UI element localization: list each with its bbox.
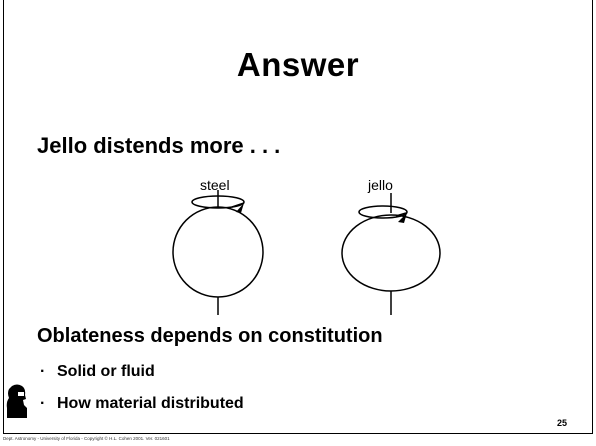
steel-arrowhead-icon (236, 203, 244, 213)
astronaut-silhouette-icon (6, 384, 27, 418)
steel-label: steel (200, 177, 230, 193)
jello-sphere-figure (341, 193, 441, 315)
footer-copyright: Dept. Astronomy - University of Florida … (3, 436, 170, 441)
bullet-item: · How material distributed (40, 395, 244, 413)
jello-rotation-arrow (358, 205, 408, 219)
jello-label: jello (368, 177, 393, 193)
steel-sphere (172, 206, 264, 298)
slide-frame-bottom (3, 433, 593, 434)
bullet-marker: · (40, 363, 46, 380)
bullet-text: Solid or fluid (57, 363, 155, 380)
slide-title: Answer (236, 46, 360, 83)
bullet-text: How material distributed (57, 395, 244, 412)
slide-subheading: Oblateness depends on constitution (37, 325, 383, 347)
bullet-item: · Solid or fluid (40, 363, 155, 381)
jello-sphere (341, 214, 441, 292)
steel-rotation-arrow-tail (231, 202, 245, 208)
slide-heading: Jello distends more . . . (37, 133, 281, 158)
bullet-marker: · (40, 395, 46, 412)
steel-sphere-figure (172, 190, 264, 315)
steel-rotation-arrow (191, 195, 245, 209)
jello-arrowhead-icon (398, 213, 407, 223)
slide-frame-right (592, 0, 593, 434)
page-number: 25 (557, 418, 568, 428)
slide-frame-left (3, 0, 4, 434)
